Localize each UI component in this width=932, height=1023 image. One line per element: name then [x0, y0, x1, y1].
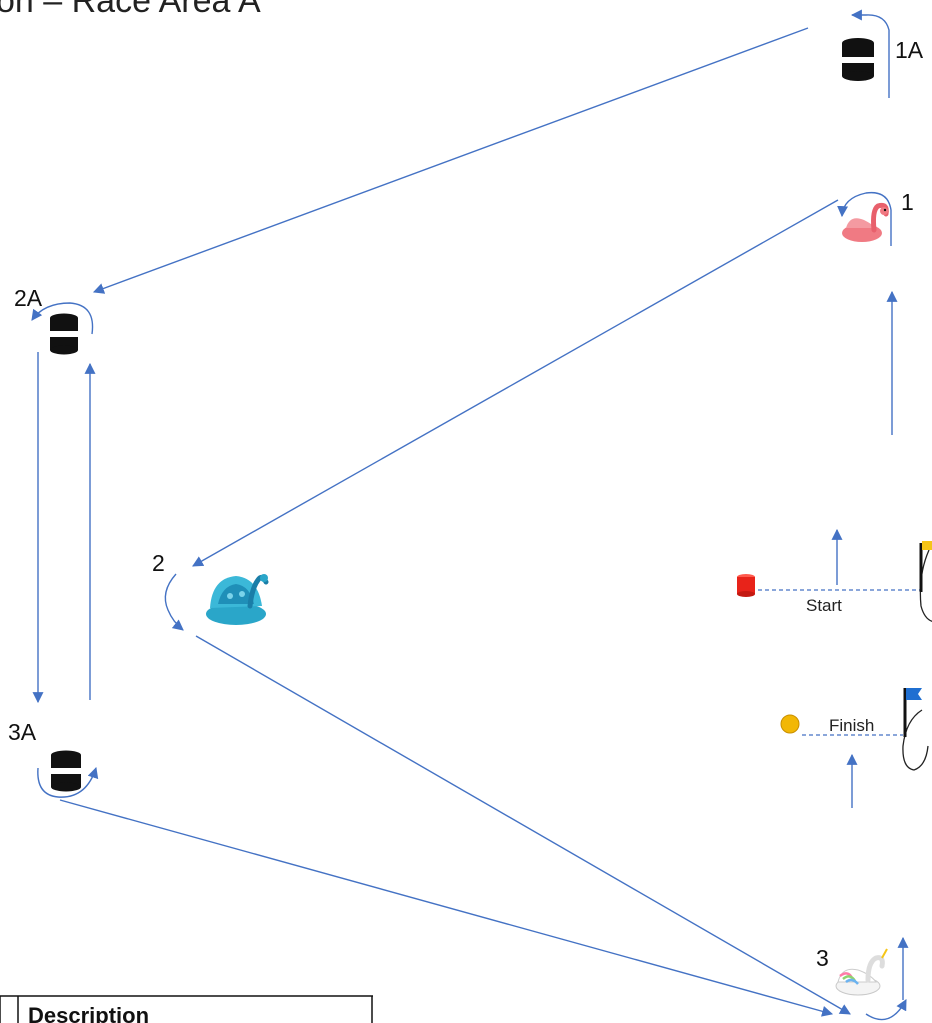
committee-boat-icon: [902, 688, 929, 771]
barrel-mark-icon: [50, 313, 78, 355]
mark-1-label: 1: [901, 189, 914, 215]
leg-1a-to-2a: [92, 27, 809, 294]
barrel-mark-icon: [842, 38, 874, 81]
barrel-mark-icon: [51, 750, 81, 792]
start-label: Start: [806, 596, 842, 615]
peacock-float-icon: [206, 574, 269, 625]
table-header-description: Description: [28, 1003, 149, 1023]
rounding-arrow-1a: [850, 9, 890, 98]
finish-buoy: [780, 714, 800, 734]
leg-1-to-2: [192, 199, 839, 567]
leg-2-to-3: [195, 635, 851, 1015]
description-table: Description: [0, 995, 373, 1023]
committee-boat-icon: [919, 541, 932, 622]
rounding-arrow-3: [865, 999, 907, 1021]
rounding-arrow-2a: [31, 302, 94, 335]
rounding-arrow-1: [837, 191, 892, 246]
mark-3a-label: 3A: [8, 719, 37, 745]
finish-label: Finish: [829, 716, 874, 735]
rounding-arrow-3a: [37, 766, 99, 798]
start-buoy: [737, 574, 755, 597]
leg-3a-to-3: [59, 799, 834, 1017]
finish-flag: [906, 688, 922, 700]
mark-1a-label: 1A: [895, 37, 924, 63]
mark-2a-label: 2A: [14, 285, 43, 311]
mark-3-label: 3: [816, 945, 829, 971]
start-flag: [922, 541, 932, 550]
flamingo-float-icon: [842, 202, 889, 242]
mark-2-label: 2: [152, 550, 165, 576]
page-title: on – Race Area A: [0, 0, 261, 20]
rounding-arrow-2: [164, 573, 184, 631]
unicorn-float-icon: [835, 948, 888, 996]
